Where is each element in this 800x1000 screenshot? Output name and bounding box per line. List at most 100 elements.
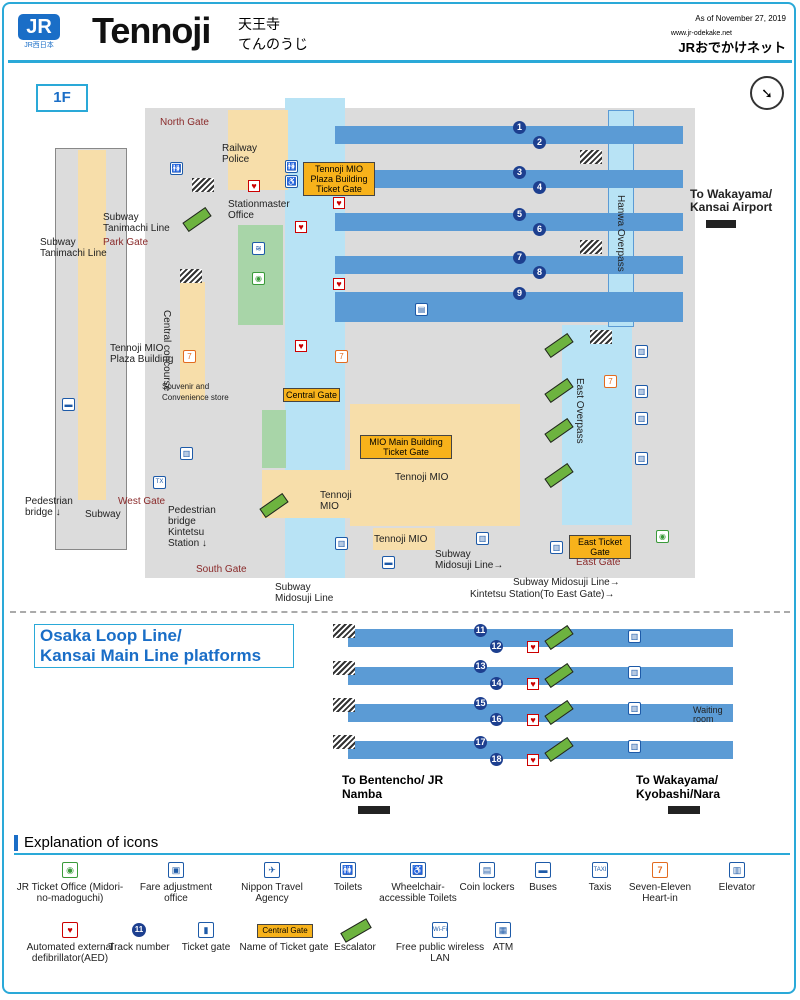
taxi-icon: TAXI: [592, 862, 608, 878]
legend-label: Buses: [529, 882, 557, 893]
track-number-14: 14: [490, 677, 503, 690]
platform-9: [335, 292, 683, 322]
wheelchair-icon: ♿: [285, 175, 298, 188]
gate-mio-main: MIO Main Building Ticket Gate: [360, 435, 452, 459]
elevator-icon: ▥: [635, 385, 648, 398]
gate-central: Central Gate: [283, 388, 341, 402]
east-gate-label: East Gate: [576, 557, 621, 568]
elevator-icon: ▥: [180, 447, 193, 460]
track-number-9: 9: [513, 287, 526, 300]
bus-icon: ▬: [382, 556, 395, 569]
subway-midosuji-bottom-label: Subway Midosuji Line: [275, 582, 334, 604]
track-number-6: 6: [533, 223, 546, 236]
track-number-15: 15: [474, 697, 487, 710]
legend-label: Wheelchair- accessible Toilets: [379, 882, 457, 904]
hanwa-overpass-label: Hanwa Overpass: [615, 195, 626, 272]
railway-police-label: Railway Police: [222, 143, 258, 165]
stairs: [333, 735, 355, 749]
elevator-icon: ▥: [628, 740, 641, 753]
site-url: www.jr-odekake.net: [670, 30, 732, 37]
platform-5-6: [335, 213, 683, 231]
track-number-16: 16: [490, 713, 503, 726]
track-number-1: 1: [513, 121, 526, 134]
loop-title-line2: Kansai Main Line platforms: [40, 646, 262, 665]
track-number-17: 17: [474, 736, 487, 749]
tennoji-mio-bottom-label: Tennoji MIO: [374, 534, 428, 545]
legend-label: Automated external defibrillator(AED): [26, 942, 114, 964]
mio-small-building: [262, 470, 354, 518]
aed-icon: ♥: [333, 278, 345, 290]
track-number-2: 2: [533, 136, 546, 149]
arrow-right-icon: [668, 806, 700, 814]
gate-east: East Ticket Gate: [569, 535, 631, 559]
section-divider: [10, 611, 790, 613]
east-overpass-area: [562, 325, 632, 525]
platform-1-2: [335, 126, 683, 144]
loop-title-box: [34, 624, 294, 668]
aed-icon: ♥: [527, 714, 539, 726]
to-wakayama-kansai-label: To Wakayama/ Kansai Airport: [690, 187, 773, 214]
elevator-icon: ▥: [729, 862, 745, 878]
railway-police-building: [228, 110, 288, 190]
midori-icon: ◉: [62, 862, 78, 878]
aed-icon: ♥: [527, 754, 539, 766]
south-gate-label: South Gate: [196, 564, 247, 575]
midori-icon: ◉: [656, 530, 669, 543]
track-number-12: 12: [490, 640, 503, 653]
stationmaster-label: Stationmaster Office: [228, 199, 290, 221]
station-name-kanji: 天王寺: [238, 16, 280, 32]
header-divider: [8, 60, 792, 63]
track-number-13: 13: [474, 660, 487, 673]
aed-icon: ♥: [62, 922, 78, 938]
track-number-18: 18: [490, 753, 503, 766]
as-of-date: As of November 27, 2019: [695, 14, 786, 23]
platform-15-16: [348, 704, 733, 722]
loop-title-line1: Osaka Loop Line/: [40, 626, 182, 645]
brand-logo: JRおでかけネット: [678, 40, 786, 55]
subway-tanimachi-label: Subway Tanimachi Line: [103, 212, 170, 234]
nippon-travel-icon: ✈: [264, 862, 280, 878]
elevator-icon: ▥: [550, 541, 563, 554]
arrow-right-icon: [706, 220, 736, 228]
legend-label: Escalator: [334, 942, 376, 953]
stairs: [333, 661, 355, 675]
waiting-room-label: Waiting room: [693, 705, 723, 724]
subway-tanimachi-left-label: Subway Tanimachi Line: [40, 237, 107, 259]
seven-eleven-icon: 7: [604, 375, 617, 388]
station-name-kana: てんのうじ: [238, 36, 308, 52]
aed-icon: ♥: [527, 678, 539, 690]
toilet-icon: 🚻: [285, 160, 298, 173]
souvenir-label: Souvenir and Convenience store: [162, 382, 229, 402]
seven-eleven-icon: 7: [335, 350, 348, 363]
subway-left-label: Subway: [85, 509, 121, 520]
midori-icon: ◉: [252, 272, 265, 285]
elevator-icon: ▥: [628, 702, 641, 715]
to-bentencho-label: To Bentencho/ JR Namba: [342, 773, 444, 801]
bus-icon: ▬: [62, 398, 75, 411]
taxi-icon: TX: [153, 476, 166, 489]
jr-logo-mark: JR: [18, 14, 60, 40]
stairs: [333, 624, 355, 638]
track-number-icon: 11: [132, 923, 146, 937]
legend-label: Coin lockers: [459, 882, 515, 893]
track-number-11: 11: [474, 624, 487, 637]
mio-bottom-building: [373, 528, 435, 550]
aed-icon: ♥: [295, 221, 307, 233]
legend-title: Explanation of icons: [24, 834, 159, 851]
elevator-icon: ▥: [476, 532, 489, 545]
pedestrian-bridge-label: Pedestrian bridge ↓: [25, 496, 73, 518]
floor-label: 1F: [36, 84, 88, 112]
station-name: Tennoji: [92, 10, 211, 51]
track-number-8: 8: [533, 266, 546, 279]
elevator-icon: ▥: [635, 412, 648, 425]
mio-main-building: [350, 404, 520, 526]
stairs: [580, 240, 602, 254]
ticket-gate-icon: ▮: [198, 922, 214, 938]
track-number-4: 4: [533, 181, 546, 194]
stairs: [580, 150, 602, 164]
atm-icon: ▦: [495, 922, 511, 938]
legend-label: Name of Ticket gate: [239, 942, 329, 953]
mio-plaza-label: Tennoji MIO Plaza Building: [110, 343, 174, 365]
subway-midosuji-right-label: Subway Midosuji Line→: [513, 577, 620, 588]
wifi-icon: ≋: [252, 242, 265, 255]
